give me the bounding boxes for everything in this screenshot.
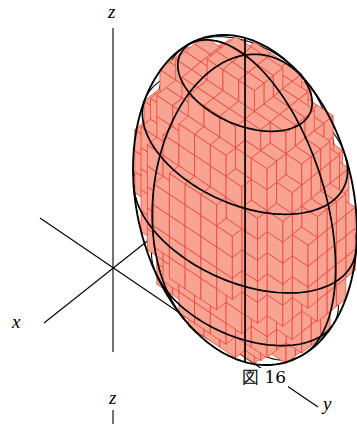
wireframe-ring bbox=[244, 38, 246, 273]
voxel-cubes bbox=[135, 36, 356, 363]
ellipsoid-outline bbox=[133, 35, 357, 365]
axis-label: x bbox=[12, 312, 20, 333]
wireframe-ring bbox=[192, 157, 347, 214]
voxel-face bbox=[267, 203, 292, 221]
wireframe-ring bbox=[142, 99, 192, 184]
figure-caption: 図 16 bbox=[240, 368, 288, 388]
wireframe-ring bbox=[210, 70, 312, 132]
voxel-face bbox=[251, 151, 276, 169]
voxel-face bbox=[210, 137, 235, 155]
voxel-face bbox=[286, 146, 311, 164]
voxel-face bbox=[217, 218, 242, 236]
wireframe-ring bbox=[244, 272, 246, 362]
wireframe-ring bbox=[187, 40, 336, 268]
hidden-ring bbox=[244, 38, 245, 362]
voxel-face bbox=[292, 227, 317, 245]
axis-line bbox=[112, 28, 113, 352]
ellipsoid-outline bbox=[133, 35, 357, 365]
hidden-wireframe bbox=[134, 37, 357, 362]
voxel-face bbox=[277, 175, 302, 193]
wireframe-ring bbox=[152, 215, 185, 321]
wireframe bbox=[134, 38, 357, 362]
axis-label: y bbox=[323, 394, 331, 415]
axis-label: z bbox=[108, 2, 115, 23]
voxel-face bbox=[226, 169, 251, 187]
wireframe-ring bbox=[152, 54, 304, 214]
wireframe-ring bbox=[197, 318, 332, 345]
wireframe-ring bbox=[134, 185, 188, 261]
axis-label: z bbox=[109, 388, 116, 409]
axis-line bbox=[44, 227, 165, 323]
axis-line bbox=[112, 410, 113, 424]
voxel-face bbox=[239, 73, 264, 91]
voxel-face bbox=[245, 112, 270, 130]
wireframe-ring bbox=[188, 249, 357, 293]
